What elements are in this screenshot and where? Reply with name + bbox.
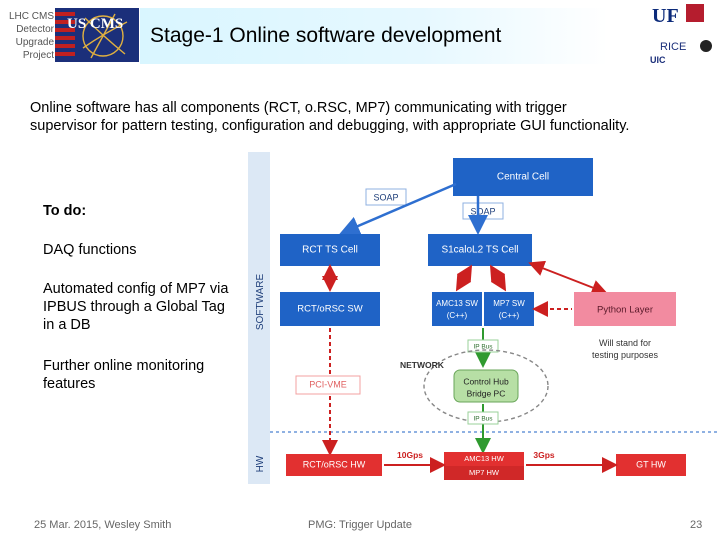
institution-logos: UF RICE UIC	[640, 0, 720, 66]
flag-stripes	[55, 12, 75, 56]
ip-bus-bottom-label: IP Bus	[473, 416, 493, 423]
control-hub-label: Control Hub	[463, 376, 509, 386]
gear-logo	[700, 40, 712, 52]
mp7-sw-label: MP7 SW	[493, 299, 525, 308]
gt-hw-label: GT HW	[636, 459, 666, 469]
python-layer-label: Python Layer	[597, 305, 653, 316]
link-right-label: 3Gps	[533, 450, 555, 460]
todo-item: Automated config of MP7 via IPBUS throug…	[43, 281, 229, 333]
mp7-hw-box	[444, 466, 524, 480]
central-cell-label: Central Cell	[497, 172, 549, 183]
hw-label: HW	[255, 455, 266, 472]
uscms-logo: US CMS	[55, 8, 139, 62]
pci-vme-box	[295, 375, 361, 395]
soap-left-box	[365, 188, 407, 206]
network-label: NETWORK	[400, 360, 445, 370]
footer-title: PMG: Trigger Update	[308, 519, 412, 531]
amc13-sw-box	[432, 292, 482, 326]
uic-logo: UIC	[650, 55, 666, 65]
project-label: LHC CMS Detector Upgrade Project	[0, 10, 54, 62]
todo-heading: To do:	[43, 203, 87, 219]
ip-bus-top-label: IP Bus	[473, 344, 493, 351]
soap-right-label: SOAP	[470, 206, 495, 216]
ip-bus-bottom-box	[467, 411, 499, 425]
rct-ts-cell-label: RCT TS Cell	[302, 245, 358, 256]
page-title: Stage-1 Online software development	[150, 24, 502, 47]
title-band	[140, 8, 608, 64]
mp7-sw-box	[484, 292, 534, 326]
uscms-logo-text: US CMS	[67, 16, 123, 32]
intro-text: Online software has all components (RCT,…	[30, 100, 630, 134]
rct-ts-cell-box	[280, 234, 380, 266]
architecture-diagram: SOFTWARE HW Central Cell SOAP SOAP RCT T…	[248, 152, 718, 484]
central-cell-box	[453, 158, 593, 196]
project-label-line: LHC CMS	[8, 11, 54, 22]
soap-left-label: SOAP	[373, 192, 398, 202]
python-note-line: Will stand for	[599, 338, 651, 348]
project-label-line: Detector	[16, 24, 54, 35]
amc13-hw-box	[444, 452, 524, 466]
gt-hw-box	[616, 454, 686, 476]
s1calol2-ts-cell-label: S1caloL2 TS Cell	[441, 245, 518, 256]
amc13-sw-lang: (C++)	[447, 311, 468, 320]
control-hub-box	[453, 369, 519, 403]
link-left-label: 10Gps	[397, 450, 423, 460]
rct-orsc-sw-box	[280, 292, 380, 326]
rice-logo: RICE	[660, 41, 686, 53]
project-label-line: Upgrade	[15, 37, 54, 48]
python-note-line: testing purposes	[592, 350, 659, 360]
software-band	[248, 152, 270, 432]
ip-bus-top-box	[467, 339, 499, 353]
hw-band	[248, 432, 270, 484]
rct-orsc-sw-label: RCT/oRSC SW	[297, 304, 362, 315]
amc13-sw-label: AMC13 SW	[436, 299, 478, 308]
rct-orsc-hw-box	[286, 454, 382, 476]
software-label: SOFTWARE	[255, 274, 266, 331]
rct-orsc-hw-label: RCT/oRSC HW	[303, 459, 366, 469]
mp7-hw-label: MP7 HW	[469, 468, 500, 477]
todo-item: Further online monitoring features	[43, 358, 205, 392]
uf-logo: UF	[652, 5, 679, 27]
todo-item: DAQ functions	[43, 242, 137, 258]
amc13-hw-label: AMC13 HW	[464, 454, 505, 463]
control-hub-label: Bridge PC	[467, 388, 506, 398]
project-label-line: Project	[22, 50, 54, 61]
s1calol2-ts-cell-box	[428, 234, 532, 266]
python-layer-box	[574, 292, 676, 326]
footer-author: 25 Mar. 2015, Wesley Smith	[34, 519, 172, 531]
wisconsin-logo	[686, 4, 704, 22]
pci-vme-label: PCI-VME	[309, 379, 347, 389]
page-number: 23	[690, 519, 703, 531]
mp7-sw-lang: (C++)	[499, 311, 520, 320]
